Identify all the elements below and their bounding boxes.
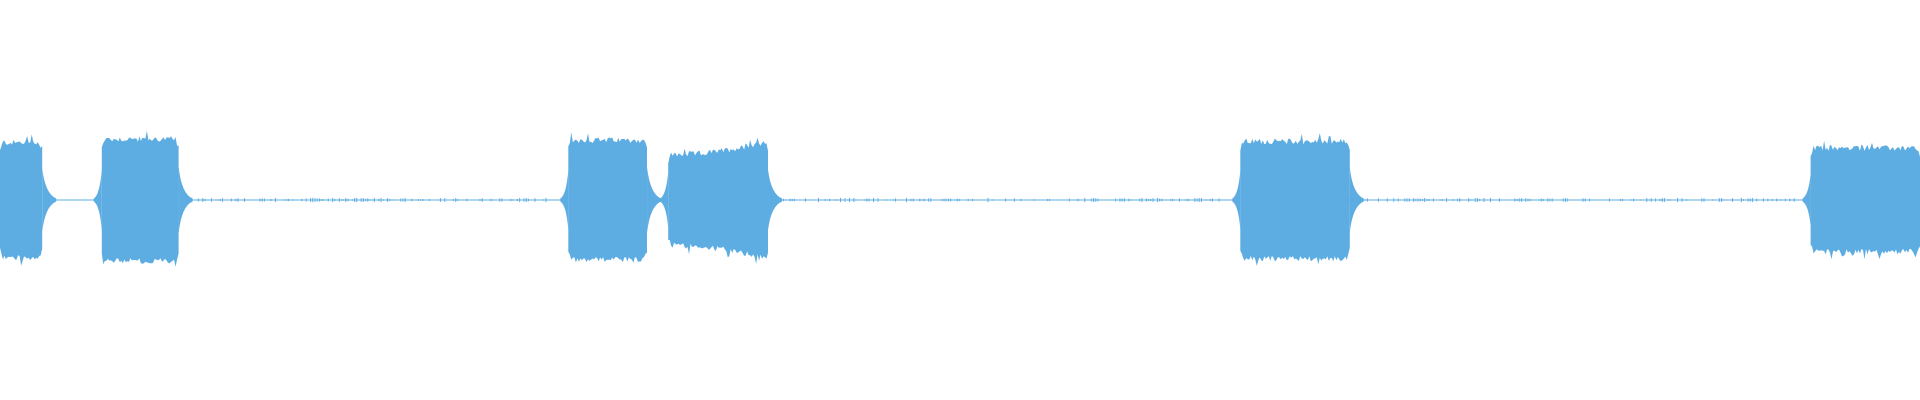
waveform-decay-tail: [178, 166, 193, 234]
waveform-segment: [668, 137, 768, 264]
waveform-attack-lead: [1802, 174, 1811, 226]
waveform-segment: [568, 132, 647, 263]
waveform-attack-lead: [560, 170, 569, 230]
waveform-segment: [1240, 133, 1350, 266]
waveform-segment: [0, 134, 43, 266]
waveform-attack-lead: [93, 169, 102, 231]
waveform-decay-tail: [1349, 167, 1364, 233]
waveform-decay-tail: [647, 167, 662, 233]
waveform-segment: [101, 130, 179, 267]
waveform-decay-tail: [42, 168, 57, 232]
waveform-segment: [1810, 140, 1920, 260]
waveform-attack-lead: [660, 172, 669, 228]
waveform-attack-lead: [1232, 170, 1241, 230]
